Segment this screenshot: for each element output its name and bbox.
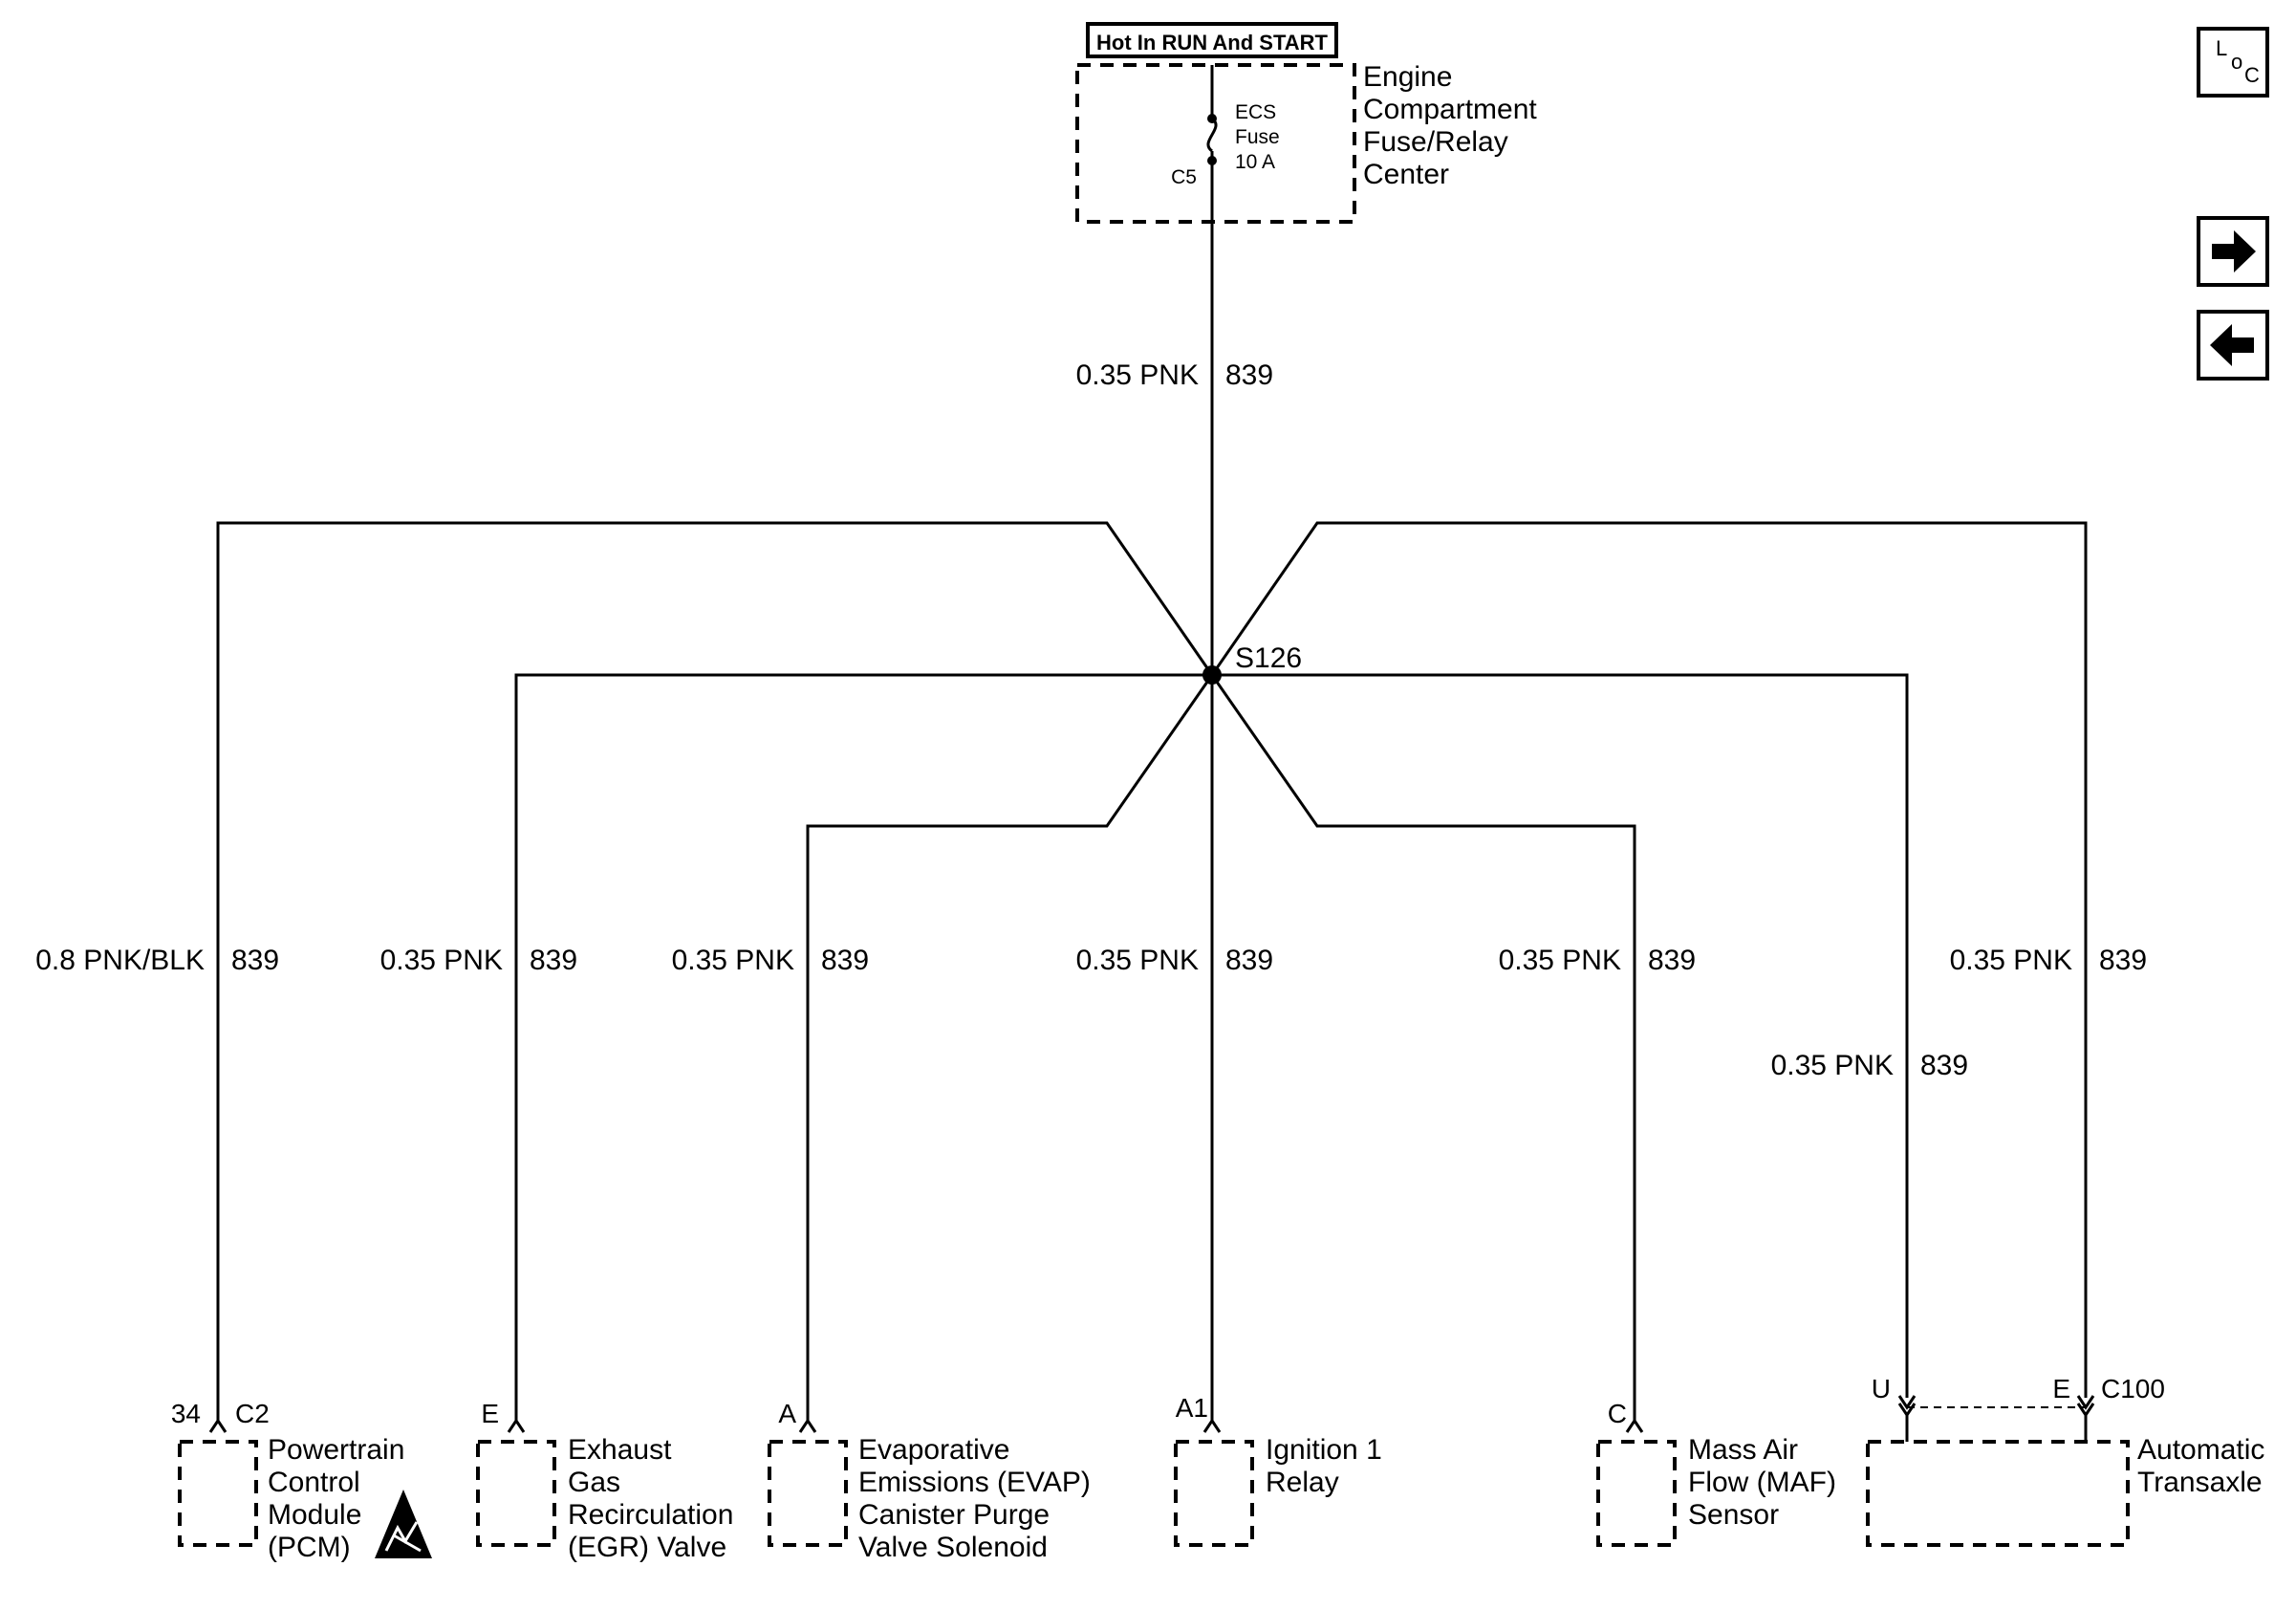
arrow-right-icon bbox=[2212, 230, 2256, 272]
component-name: Sensor bbox=[1688, 1499, 1779, 1531]
fuse-center-name: Fuse/Relay bbox=[1363, 126, 1508, 158]
transaxle-e-wire bbox=[1210, 521, 2088, 1398]
pin-label: E bbox=[2052, 1374, 2070, 1403]
splice-dot bbox=[1202, 665, 1222, 685]
locator-bottom-letter: C bbox=[2244, 63, 2260, 87]
wire-circuit: 839 bbox=[1648, 945, 1696, 976]
fuse-center-name: Center bbox=[1363, 159, 1449, 190]
wire-size-color: 0.8 PNK/BLK bbox=[35, 945, 205, 976]
pin-label: E bbox=[481, 1399, 499, 1428]
splice-label: S126 bbox=[1235, 642, 1302, 674]
wire-size-color: 0.35 PNK bbox=[1076, 359, 1199, 391]
pin-label: U bbox=[1872, 1374, 1891, 1403]
connector-label: C2 bbox=[235, 1399, 270, 1428]
esd-sensitive-icon bbox=[375, 1490, 432, 1558]
evap-wire bbox=[806, 674, 1214, 1421]
wire-size-color: 0.35 PNK bbox=[672, 945, 794, 976]
power-source-text: Hot In RUN And START bbox=[1096, 31, 1329, 54]
component-name: Canister Purge bbox=[858, 1499, 1050, 1531]
component-egr-valve: E Exhaust Gas Recirculation (EGR) Valve bbox=[476, 1399, 733, 1563]
locator-icon-subscript: o bbox=[2231, 50, 2242, 74]
component-name: Exhaust bbox=[568, 1434, 672, 1466]
wire-size-color: 0.35 PNK bbox=[380, 945, 503, 976]
wire-circuit: 839 bbox=[530, 945, 577, 976]
fuse-name-line: ECS bbox=[1235, 101, 1276, 123]
component-name: Transaxle bbox=[2137, 1467, 2263, 1498]
component-ignition-relay: A1 Ignition 1 Relay bbox=[1174, 1393, 1382, 1547]
wire-circuit: 839 bbox=[821, 945, 869, 976]
wire-size-color: 0.35 PNK bbox=[1771, 1050, 1894, 1081]
fuse-name-line: Fuse bbox=[1235, 126, 1280, 148]
component-name: Mass Air bbox=[1688, 1434, 1798, 1466]
maf-wire bbox=[1210, 674, 1636, 1421]
component-name: (PCM) bbox=[268, 1532, 351, 1563]
component-name: Gas bbox=[568, 1467, 620, 1498]
component-automatic-transaxle: U E C100 Automatic Transaxle bbox=[1866, 1374, 2264, 1547]
component-name: Control bbox=[268, 1467, 360, 1498]
component-name: Evaporative bbox=[858, 1434, 1009, 1466]
egr-wire bbox=[514, 673, 1212, 1421]
component-pcm: 34 C2 Powertrain Control Module (PCM) bbox=[171, 1399, 432, 1563]
wire-circuit: 839 bbox=[2099, 945, 2147, 976]
component-name: Module bbox=[268, 1499, 361, 1531]
next-page-button[interactable] bbox=[2197, 216, 2269, 287]
wire-circuit: 839 bbox=[1920, 1050, 1968, 1081]
power-source-label: Hot In RUN And START bbox=[1086, 22, 1338, 58]
component-evap-solenoid: A Evaporative Emissions (EVAP) Canister … bbox=[768, 1399, 1091, 1563]
component-name: Relay bbox=[1266, 1467, 1339, 1498]
connector-label: C100 bbox=[2101, 1374, 2165, 1403]
fuse-center-name: Compartment bbox=[1363, 94, 1537, 125]
pin-label: A bbox=[778, 1399, 796, 1428]
wire-circuit: 839 bbox=[231, 945, 279, 976]
wire-size-color: 0.35 PNK bbox=[1076, 945, 1199, 976]
component-name: Ignition 1 bbox=[1266, 1434, 1382, 1466]
wires: S126 bbox=[216, 161, 2088, 1421]
connector-terminal-icon bbox=[1625, 1418, 1644, 1433]
arrow-left-icon bbox=[2210, 324, 2254, 366]
component-name: Flow (MAF) bbox=[1688, 1467, 1836, 1498]
pin-label: 34 bbox=[171, 1399, 201, 1428]
wire-size-color: 0.35 PNK bbox=[1499, 945, 1621, 976]
component-name: (EGR) Valve bbox=[568, 1532, 726, 1563]
fuse-connector-label: C5 bbox=[1171, 166, 1197, 188]
component-name: Valve Solenoid bbox=[858, 1532, 1048, 1563]
component-name: Powertrain bbox=[268, 1434, 404, 1466]
component-locator-button[interactable]: L o C bbox=[2197, 27, 2269, 98]
component-maf-sensor: C Mass Air Flow (MAF) Sensor bbox=[1596, 1399, 1836, 1547]
component-name: Recirculation bbox=[568, 1499, 733, 1531]
wire-labels: 0.35 PNK 839 0.8 PNK/BLK 839 0.35 PNK 83… bbox=[35, 359, 2147, 1081]
connector-terminal-icon bbox=[208, 1418, 227, 1433]
fuse-center-name: Engine bbox=[1363, 61, 1452, 93]
component-name: Automatic bbox=[2137, 1434, 2264, 1466]
wire-circuit: 839 bbox=[1225, 945, 1273, 976]
component-name: Emissions (EVAP) bbox=[858, 1467, 1091, 1498]
previous-page-button[interactable] bbox=[2197, 310, 2269, 381]
pin-label: C bbox=[1608, 1399, 1627, 1428]
wire-size-color: 0.35 PNK bbox=[1950, 945, 2072, 976]
connector-terminal-icon bbox=[798, 1418, 817, 1433]
pcm-wire bbox=[216, 521, 1214, 1421]
connector-terminal-icon bbox=[1202, 1418, 1222, 1433]
transaxle-u-wire bbox=[1212, 673, 1909, 1398]
pin-label: A1 bbox=[1176, 1393, 1208, 1423]
locator-top-letter: L bbox=[2216, 36, 2227, 60]
fuse-symbol-icon bbox=[1206, 117, 1218, 153]
fuse-relay-center: ECS Fuse 10 A C5 Engine Compartment Fuse… bbox=[1075, 61, 1537, 224]
connector-terminal-icon bbox=[507, 1418, 526, 1433]
wire-circuit: 839 bbox=[1225, 359, 1273, 391]
fuse-rating: 10 A bbox=[1235, 151, 1275, 173]
